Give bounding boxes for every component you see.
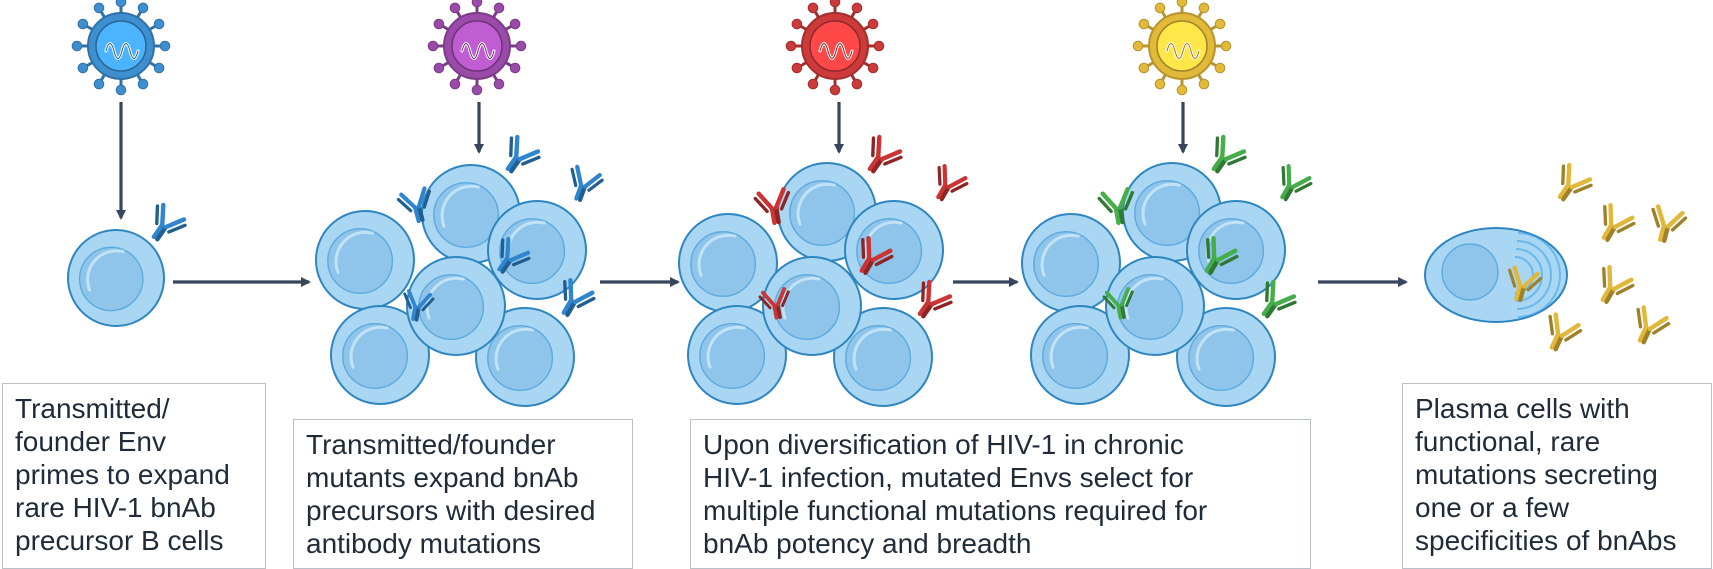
b-cell	[1030, 305, 1130, 405]
b-cell	[1021, 213, 1121, 313]
antibody-icon	[1280, 164, 1313, 202]
antibody-icon	[859, 235, 894, 275]
antibody-icon	[396, 186, 431, 224]
antibody-icon	[151, 202, 187, 242]
caption-line: precursors with desired	[306, 495, 596, 526]
caption-stage-2: Transmitted/founder mutants expand bnAb …	[293, 419, 633, 569]
b-cell	[678, 213, 778, 313]
caption-stage-5: Plasma cells with functional, rare mutat…	[1402, 383, 1712, 569]
antibody-icon	[1557, 162, 1593, 202]
antibody-icon	[1548, 312, 1583, 352]
caption-line: founder Env	[15, 426, 166, 457]
caption-line: precursor B cells	[15, 525, 224, 556]
plasma-cell	[1424, 227, 1568, 323]
b-cell	[762, 256, 862, 356]
antibody-icon	[1636, 305, 1671, 345]
antibody-icon	[936, 164, 969, 202]
antibody-icon	[403, 289, 435, 322]
hiv-virion-icon	[1132, 0, 1232, 96]
antibody-icon	[1097, 187, 1135, 226]
antibody-icon	[753, 187, 791, 226]
caption-line: multiple functional mutations required f…	[703, 495, 1208, 526]
b-cell	[475, 307, 575, 407]
antibody-icon	[867, 134, 903, 174]
hiv-virion-icon	[427, 0, 527, 96]
antibody-icon	[1102, 287, 1134, 320]
caption-line: mutations secreting	[1415, 459, 1658, 490]
b-cell	[833, 307, 933, 407]
caption-line: Upon diversification of HIV-1 in chronic	[703, 429, 1184, 460]
hiv-virion-icon	[71, 0, 171, 96]
hiv-virion-icon	[785, 0, 885, 96]
antibody-icon	[1508, 265, 1543, 303]
b-cell	[67, 229, 165, 327]
antibody-icon	[1204, 235, 1239, 275]
antibody-icon	[561, 277, 596, 317]
b-cell	[1105, 256, 1205, 356]
b-cell	[330, 305, 430, 405]
antibody-icon	[758, 287, 790, 320]
caption-line: specificities of bnAbs	[1415, 525, 1677, 556]
antibody-icon	[505, 134, 541, 174]
antibody-icon	[917, 279, 953, 319]
caption-line: mutants expand bnAb	[306, 462, 579, 493]
caption-line: one or a few	[1415, 492, 1570, 523]
antibody-icon	[1651, 204, 1688, 243]
antibody-icon	[1601, 202, 1636, 242]
caption-line: Transmitted/	[15, 393, 170, 424]
antibody-icon	[1600, 264, 1635, 304]
b-cell	[406, 256, 506, 356]
b-cell	[1176, 307, 1276, 407]
b-cell	[315, 210, 415, 310]
caption-line: antibody mutations	[306, 528, 542, 559]
b-cell	[487, 200, 587, 300]
antibody-icon	[1261, 279, 1297, 319]
antibody-icon	[497, 236, 531, 274]
caption-stage-3: Upon diversification of HIV-1 in chronic…	[690, 419, 1311, 569]
caption-line: Transmitted/founder	[306, 429, 556, 460]
antibody-icon	[1211, 134, 1247, 174]
b-cell	[687, 305, 787, 405]
caption-line: functional, rare	[1415, 426, 1601, 457]
caption-stage-1: Transmitted/ founder Env primes to expan…	[2, 383, 266, 569]
caption-line: bnAb potency and breadth	[703, 528, 1032, 559]
antibody-icon	[570, 164, 604, 202]
caption-line: rare HIV-1 bnAb	[15, 492, 216, 523]
caption-line: Plasma cells with	[1415, 393, 1630, 424]
caption-line: HIV-1 infection, mutated Envs select for	[703, 462, 1194, 493]
caption-line: primes to expand	[15, 459, 230, 490]
